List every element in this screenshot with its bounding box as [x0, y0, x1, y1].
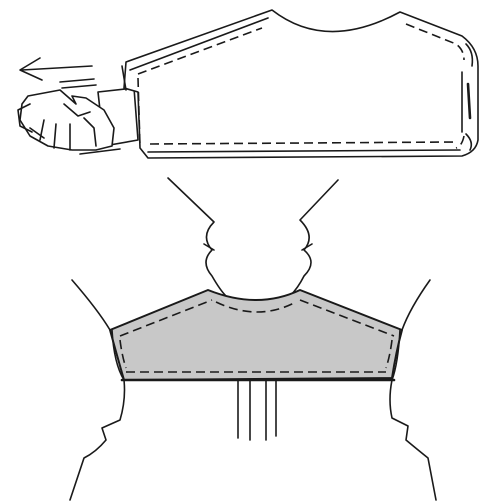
left-arrow-icon: [19, 57, 93, 81]
top-figure: [17, 9, 479, 159]
collar-outline: [167, 177, 339, 297]
seam-stitching-top: [137, 23, 465, 149]
center-placket: [237, 379, 277, 441]
hand-icon: [17, 89, 115, 151]
left-body-outline: [69, 279, 126, 501]
bottom-figure: [69, 177, 437, 501]
yoke-panel: [109, 289, 403, 382]
garment-body: [121, 9, 479, 159]
right-body-outline: [389, 279, 437, 501]
